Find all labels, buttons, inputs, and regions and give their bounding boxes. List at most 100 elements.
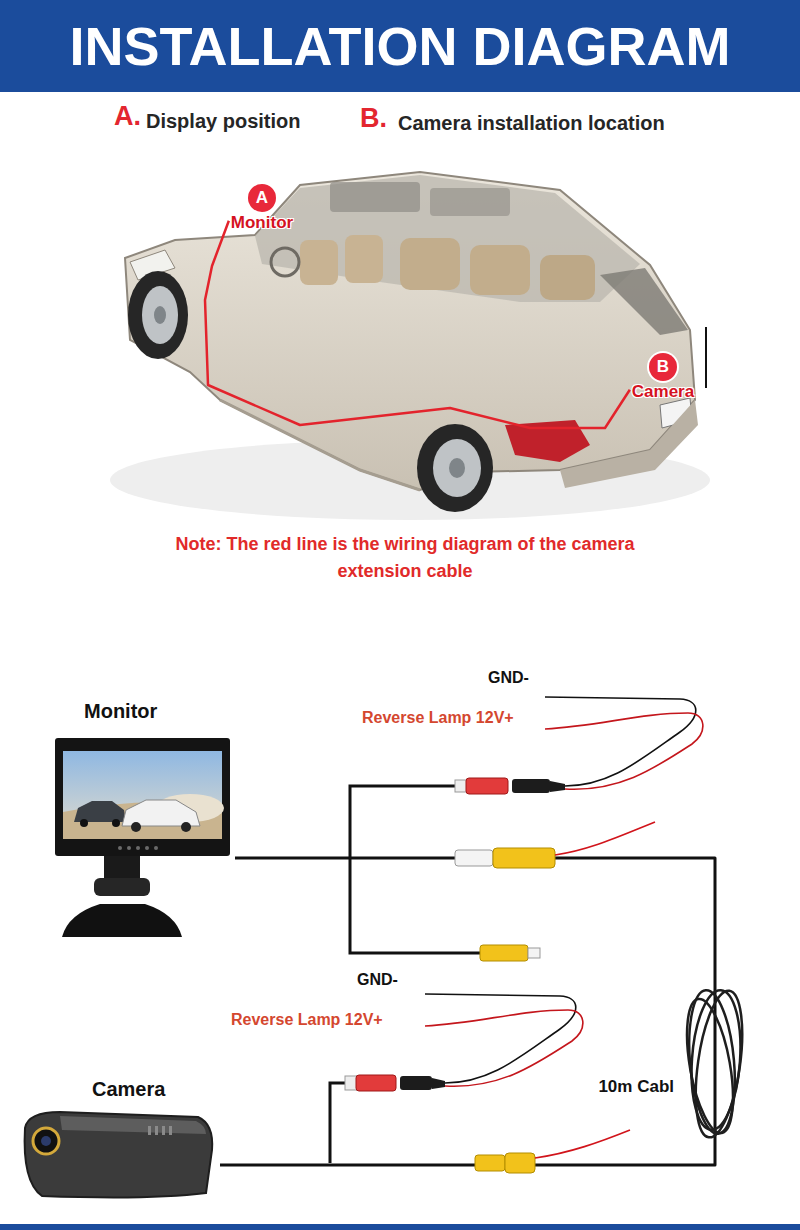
camera-branch-wire bbox=[345, 1076, 357, 1090]
monitor-picture bbox=[74, 801, 126, 822]
callout-caption: Camera bbox=[630, 382, 696, 402]
car-illustration bbox=[540, 255, 595, 300]
power-lead bbox=[545, 697, 696, 786]
monitor-picture bbox=[131, 822, 141, 832]
monitor-picture bbox=[145, 846, 149, 850]
monitor-device: Monitor bbox=[50, 700, 235, 945]
car-illustration bbox=[560, 400, 698, 488]
car-illustration bbox=[505, 420, 590, 462]
cable-coil bbox=[688, 988, 750, 1140]
extension-cable bbox=[220, 858, 715, 1165]
monitor-picture bbox=[55, 738, 230, 856]
cable-length: 10m Cabl bbox=[596, 1077, 676, 1097]
monitor-picture bbox=[136, 846, 140, 850]
title-bar: INSTALLATION DIAGRAM bbox=[0, 0, 800, 92]
power-lead bbox=[466, 778, 508, 794]
monitor-branch-wires bbox=[350, 786, 480, 953]
wire-label: Reverse Lamp 12V+ bbox=[231, 1011, 383, 1029]
rca-plug bbox=[455, 822, 655, 868]
power-lead bbox=[425, 994, 583, 1086]
car-illustration bbox=[600, 268, 688, 335]
wire-label: Reverse Lamp 12V+ bbox=[362, 709, 514, 727]
rca-plug bbox=[505, 1153, 535, 1173]
position-key: A. bbox=[114, 101, 141, 132]
car-illustration bbox=[400, 238, 460, 290]
monitor-picture bbox=[122, 800, 200, 826]
car-illustration bbox=[330, 182, 420, 212]
car-illustration bbox=[255, 175, 640, 302]
camera-picture bbox=[155, 1126, 158, 1135]
position-key: B. bbox=[360, 103, 387, 134]
rca-plug bbox=[493, 848, 555, 868]
extension-cable-route bbox=[205, 221, 630, 428]
car-illustration bbox=[300, 240, 338, 285]
car-illustration bbox=[705, 327, 707, 388]
monitor-branch-wires bbox=[350, 858, 480, 953]
monitor-picture bbox=[127, 846, 131, 850]
device-name: Monitor bbox=[84, 700, 235, 723]
callout-letter: A bbox=[248, 184, 276, 212]
bottom-bar bbox=[0, 1224, 800, 1230]
monitor-picture bbox=[55, 738, 230, 937]
camera-branch-wire bbox=[330, 1075, 445, 1163]
camera-branch-wire bbox=[432, 1078, 445, 1089]
rca-plug bbox=[475, 1130, 630, 1173]
rca-plug bbox=[455, 850, 493, 866]
rca-plug bbox=[475, 1155, 505, 1171]
camera-picture bbox=[60, 1116, 206, 1134]
car-illustration bbox=[433, 439, 481, 497]
rca-plug bbox=[480, 945, 528, 961]
callout-caption: Monitor bbox=[229, 213, 295, 233]
callout-circle: AMonitor bbox=[229, 184, 295, 233]
monitor-picture bbox=[181, 822, 191, 832]
title-band bbox=[0, 0, 800, 92]
camera-picture bbox=[148, 1126, 151, 1135]
camera-branch-wire bbox=[356, 1075, 396, 1091]
camera-device: Camera bbox=[20, 1078, 220, 1205]
monitor-picture bbox=[118, 846, 122, 850]
camera-branch-wire bbox=[400, 1076, 432, 1090]
monitor-picture bbox=[80, 819, 88, 827]
car-illustration bbox=[220, 400, 420, 490]
car-illustration bbox=[154, 306, 166, 324]
monitor-picture bbox=[94, 878, 150, 896]
cable-coil bbox=[678, 988, 750, 1140]
rca-plug bbox=[535, 1130, 630, 1158]
position-heading: Camera installation location bbox=[398, 112, 665, 135]
monitor-picture bbox=[112, 819, 120, 827]
camera-picture bbox=[25, 1112, 213, 1197]
rca-plug bbox=[528, 948, 540, 958]
car-illustration bbox=[125, 172, 695, 490]
camera-branch-wire bbox=[330, 1083, 345, 1163]
power-lead bbox=[550, 781, 565, 792]
car-illustration bbox=[345, 235, 383, 283]
callout-circle: BCamera bbox=[630, 353, 696, 402]
car-illustration bbox=[142, 286, 178, 344]
camera-picture bbox=[162, 1126, 165, 1135]
wire-label: GND- bbox=[357, 971, 398, 989]
power-lead bbox=[455, 780, 467, 792]
car-illustration bbox=[128, 271, 188, 359]
car-illustration bbox=[271, 248, 299, 276]
power-lead bbox=[512, 779, 550, 793]
camera-picture bbox=[169, 1126, 172, 1135]
position-heading: Display position bbox=[146, 110, 300, 133]
rca-plug bbox=[480, 945, 540, 961]
camera-picture bbox=[41, 1136, 51, 1146]
device-name: Camera bbox=[92, 1078, 220, 1101]
car-illustration bbox=[449, 458, 465, 478]
car-illustration bbox=[470, 245, 530, 295]
wire-label: GND- bbox=[488, 669, 529, 687]
camera-picture bbox=[25, 1112, 213, 1197]
monitor-picture bbox=[62, 904, 182, 937]
car-illustration bbox=[110, 172, 710, 520]
camera-picture bbox=[33, 1128, 59, 1154]
note-text: Note: The red line is the wiring diagram… bbox=[160, 531, 650, 585]
car-illustration bbox=[430, 188, 510, 216]
car-illustration bbox=[417, 424, 493, 512]
monitor-picture bbox=[154, 846, 158, 850]
